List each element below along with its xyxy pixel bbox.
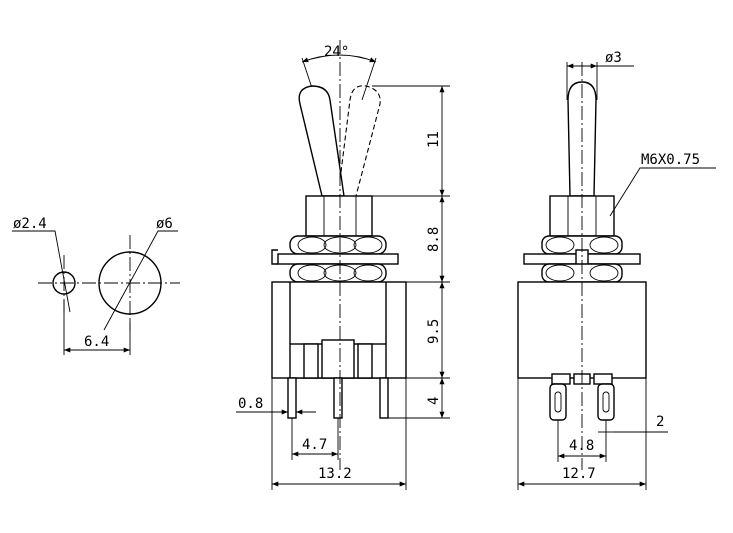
lever	[298, 85, 345, 197]
side-terminal-left	[549, 383, 567, 421]
terminal-width-label: 2	[656, 414, 664, 430]
body-height-label: 9.5	[426, 319, 442, 344]
large-hole-label: ø6	[156, 216, 173, 232]
bushing	[305, 195, 373, 237]
large-hole	[98, 251, 162, 315]
front-width-label: 13.2	[318, 466, 352, 482]
hole-spacing-label: 6.4	[84, 334, 109, 350]
thread-label: M6X0.75	[641, 152, 700, 168]
terminal-center	[333, 377, 343, 419]
terminal-left	[287, 377, 297, 419]
lever-height-label: 11	[426, 131, 442, 148]
side-terminal-right	[597, 383, 615, 421]
bushing-height-label: 8.8	[426, 227, 442, 252]
front-pitch-label: 4.7	[302, 437, 327, 453]
side-pitch-label: 4.8	[569, 438, 594, 454]
lever-angle-label: 24°	[324, 44, 349, 60]
terminal-length-label: 4	[426, 397, 442, 405]
lever-diameter-label: ø3	[605, 50, 622, 66]
front-view: 24°	[236, 40, 450, 490]
small-hole-label: ø2.4	[13, 216, 47, 232]
small-hole	[52, 271, 76, 295]
side-width-label: 12.7	[562, 466, 596, 482]
terminal-thickness-label: 0.8	[238, 396, 263, 412]
side-view: ø3 M6X0.75 2	[517, 50, 716, 490]
terminal-right	[379, 377, 389, 419]
panel-hole-view: ø2.4 ø6 6.4	[12, 216, 180, 355]
